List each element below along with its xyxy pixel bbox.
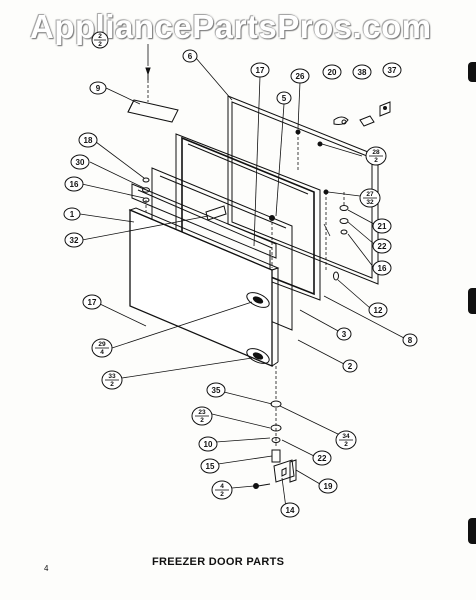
callout-18 (78, 132, 98, 148)
callout-2 (342, 359, 358, 373)
callout-label: 17 (88, 298, 97, 307)
callout-30 (70, 154, 90, 170)
door-top-trim (131, 183, 277, 259)
callout-label: 30 (76, 158, 85, 167)
callout-label-bottom: 4 (100, 349, 104, 356)
top-trim-bracket (127, 99, 179, 123)
callout-16-right (372, 260, 392, 276)
callout-label-top: 28 (372, 149, 380, 156)
upper-hinge-parts (333, 101, 391, 127)
diagram-caption: FREEZER DOOR PARTS (152, 556, 285, 568)
callout-37 (382, 62, 402, 78)
callout-1 (63, 207, 81, 221)
callout-8 (402, 333, 418, 347)
callout-label-top: 2 (98, 33, 102, 40)
callout-label-bottom: 2 (110, 381, 114, 388)
callout-12 (368, 302, 388, 318)
callout-leader-lines (79, 44, 405, 509)
screws (145, 67, 329, 221)
callout-label-bottom: 2 (200, 417, 204, 424)
callout-10 (198, 436, 218, 452)
callout-38 (352, 64, 372, 80)
callout-label: 26 (296, 72, 305, 81)
callout-3 (336, 327, 352, 341)
callout-17-top (250, 62, 270, 78)
callout-label-top: 23 (198, 409, 206, 416)
callout-17-left (82, 294, 102, 310)
callout-label: 8 (408, 336, 413, 345)
callout-label: 16 (70, 180, 79, 189)
callout-label: 22 (378, 242, 387, 251)
callout-16-left (64, 176, 84, 192)
bottom-hinge-assembly (253, 400, 297, 489)
callout-label-top: 34 (342, 433, 350, 440)
callout-22-bottom (312, 450, 332, 466)
callout-label: 32 (70, 236, 79, 245)
callout-label: 10 (204, 440, 213, 449)
callout-26 (290, 68, 310, 84)
right-side-washers (333, 205, 349, 281)
door-gasket-frame (175, 133, 321, 301)
callout-label: 12 (374, 306, 383, 315)
callout-label: 1 (70, 210, 75, 219)
callout-label: 19 (324, 482, 333, 491)
callout-label: 20 (328, 68, 337, 77)
callout-label: 9 (96, 84, 101, 93)
callout-label-bottom: 2 (220, 491, 224, 498)
callout-label-bottom: 2 (374, 157, 378, 164)
callout-label: 37 (388, 66, 397, 75)
callout-22-right (372, 238, 392, 254)
callout-label-top: 27 (366, 191, 374, 198)
callout-32 (64, 232, 84, 248)
binder-tab-mark (468, 518, 476, 544)
left-side-washers (142, 177, 150, 203)
callout-label-top: 29 (98, 341, 106, 348)
callout-label: 38 (358, 68, 367, 77)
callout-label: 15 (206, 462, 215, 471)
callout-14 (280, 502, 300, 518)
callout-label: 35 (212, 386, 221, 395)
page-number: 4 (44, 564, 49, 573)
callout-label-top: 4 (220, 483, 224, 490)
binder-tab-mark (468, 62, 476, 82)
callout-label-top: 33 (108, 373, 116, 380)
callout-label: 14 (286, 506, 295, 515)
callout-21 (372, 218, 392, 234)
callout-label-bottom: 32 (366, 199, 374, 206)
callout-label: 2 (348, 362, 353, 371)
callout-label: 21 (378, 222, 387, 231)
callout-6 (182, 49, 198, 63)
door-back-panel (227, 95, 379, 285)
callout-label-bottom: 2 (344, 441, 348, 448)
callout-9 (89, 81, 107, 95)
binder-tab-mark (468, 288, 476, 314)
callout-15 (200, 458, 220, 474)
callout-label: 22 (318, 454, 327, 463)
callout-label: 16 (378, 264, 387, 273)
callout-label: 17 (256, 66, 265, 75)
callout-35 (206, 382, 226, 398)
inner-bracket (205, 205, 227, 221)
callout-20 (322, 64, 342, 80)
callout-label-bottom: 2 (98, 41, 102, 48)
callout-19 (318, 478, 338, 494)
callout-label: 3 (342, 330, 347, 339)
assembly-guide-lines (145, 80, 345, 448)
callout-5 (276, 91, 292, 105)
door-front-panel (128, 207, 280, 367)
callout-label: 5 (282, 94, 287, 103)
door-handles (246, 292, 270, 364)
callout-label: 6 (188, 52, 193, 61)
callout-label: 18 (84, 136, 93, 145)
